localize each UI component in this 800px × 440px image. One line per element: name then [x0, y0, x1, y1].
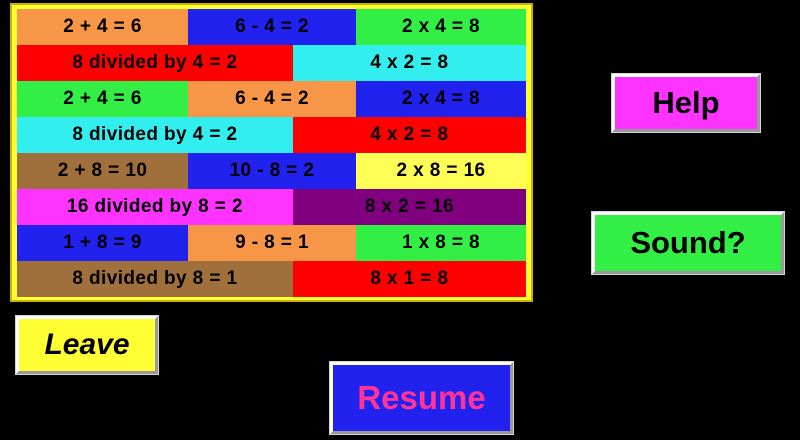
fact-cell[interactable]: 2 + 8 = 10	[17, 153, 189, 189]
fact-cell[interactable]: 2 x 4 = 8	[355, 81, 526, 117]
fact-cell[interactable]: 6 - 4 = 2	[188, 9, 356, 45]
fact-cell[interactable]: 4 x 2 = 8	[292, 45, 526, 81]
fact-cell[interactable]: 4 x 2 = 8	[292, 117, 526, 153]
resume-button-label: Resume	[357, 379, 486, 416]
fact-cell[interactable]: 1 x 8 = 8	[355, 225, 526, 261]
fact-cell[interactable]: 6 - 4 = 2	[188, 81, 356, 117]
fact-cell[interactable]: 1 + 8 = 9	[17, 225, 189, 261]
sound-button-label: Sound?	[630, 225, 746, 260]
fact-cell[interactable]: 10 - 8 = 2	[188, 153, 356, 189]
help-button-label: Help	[652, 85, 720, 120]
fact-cell[interactable]: 2 x 8 = 16	[355, 153, 526, 189]
sound-toggle-button[interactable]: Sound?	[591, 211, 785, 275]
help-button[interactable]: Help	[611, 73, 761, 133]
resume-button[interactable]: Resume	[329, 361, 514, 435]
fact-cell[interactable]: 8 divided by 8 = 1	[17, 261, 293, 297]
fact-cell[interactable]: 8 divided by 4 = 2	[17, 117, 293, 153]
fact-cell[interactable]: 2 x 4 = 8	[355, 9, 526, 45]
fact-cell[interactable]: 2 + 4 = 6	[17, 9, 189, 45]
fact-cell[interactable]: 8 divided by 4 = 2	[17, 45, 293, 81]
fact-cell[interactable]: 2 + 4 = 6	[17, 81, 189, 117]
fact-cell[interactable]: 8 x 1 = 8	[292, 261, 526, 297]
fact-cell[interactable]: 9 - 8 = 1	[188, 225, 356, 261]
fact-cell[interactable]: 8 x 2 = 16	[292, 189, 526, 225]
fact-cell[interactable]: 16 divided by 8 = 2	[17, 189, 293, 225]
leave-button-label: Leave	[44, 328, 130, 361]
leave-button[interactable]: Leave	[15, 315, 159, 375]
